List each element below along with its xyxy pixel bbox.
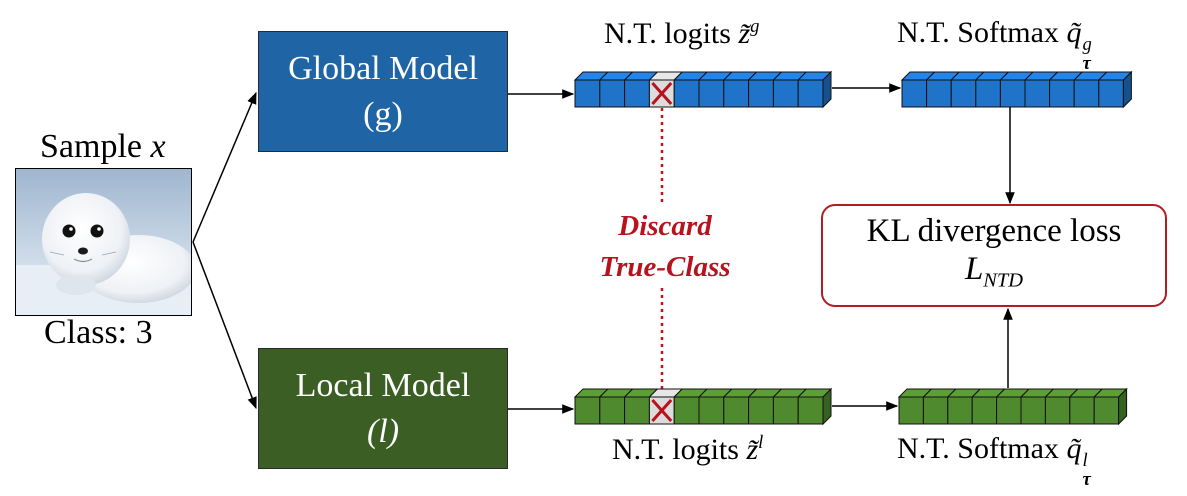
global-softmax-cell — [975, 79, 1001, 108]
class-label: Class: 3 — [44, 314, 153, 351]
local-model-symbol: (l) — [366, 412, 400, 450]
local-logit-cell — [723, 396, 750, 425]
kl-loss-symbol: LNTD — [964, 250, 1024, 292]
global-softmax-cell — [1073, 79, 1100, 108]
global-model-symbol: (g) — [363, 95, 403, 133]
local-model-box: Local Model (l) — [258, 348, 508, 469]
global-softmax-cell-side — [1122, 70, 1132, 109]
local-softmax-cell — [922, 396, 949, 425]
local-logit-cell — [698, 396, 725, 425]
global-softmax-cell — [950, 79, 977, 108]
arrow-sample-to-local — [192, 241, 257, 410]
global-logit-cell — [624, 79, 650, 108]
local-softmax-cell — [996, 396, 1022, 425]
global-model-box: Global Model (g) — [258, 31, 508, 152]
local-model-title: Local Model — [295, 366, 471, 404]
global-logit-cell — [748, 79, 774, 108]
discard-true-class-label: Discard True-Class — [599, 210, 731, 283]
global-logit-cell — [698, 79, 725, 108]
local-logits-vector — [573, 387, 833, 426]
global-softmax-vector — [900, 70, 1133, 109]
local-softmax-cell-side — [1118, 387, 1128, 426]
global-logits-label: N.T. logits z̃g — [604, 16, 760, 50]
local-softmax-cell — [1020, 396, 1046, 425]
global-logit-discard-mark — [651, 81, 673, 106]
seal-photo — [15, 168, 192, 316]
global-logit-cell — [599, 79, 626, 108]
global-logit-cell-side — [822, 70, 832, 109]
global-logit-cell — [574, 79, 601, 108]
local-logit-cell — [797, 396, 824, 425]
global-softmax-cell — [901, 79, 928, 108]
local-softmax-cell — [1069, 396, 1095, 425]
local-logit-cell-side — [822, 387, 832, 426]
local-logit-cell — [748, 396, 774, 425]
seal-illustration — [16, 169, 191, 315]
kl-divergence-loss-box: KL divergence loss LNTD — [821, 204, 1167, 307]
global-logit-cell — [673, 79, 700, 108]
local-logit-discard-mark — [651, 398, 673, 423]
global-logit-cell — [723, 79, 750, 108]
local-logit-cell — [599, 396, 626, 425]
global-logits-vector — [573, 70, 833, 109]
local-logit-cell — [574, 396, 601, 425]
global-logit-cell — [772, 79, 799, 108]
local-softmax-cell — [1093, 396, 1120, 425]
local-softmax-vector — [897, 387, 1128, 426]
local-softmax-cell — [1044, 396, 1071, 425]
sample-label: Sample x — [40, 128, 166, 165]
local-softmax-cell — [971, 396, 998, 425]
arrow-sample-to-global — [192, 91, 257, 243]
local-logits-label: N.T. logits z̃l — [612, 432, 764, 466]
local-logit-cell — [772, 396, 799, 425]
local-logit-cell — [624, 396, 650, 425]
kl-loss-title: KL divergence loss — [866, 212, 1122, 249]
global-softmax-cell — [1049, 79, 1075, 108]
sample-var: x — [150, 128, 166, 165]
local-softmax-cell — [898, 396, 924, 425]
global-softmax-cell — [1098, 79, 1124, 108]
global-model-title: Global Model — [288, 49, 478, 87]
local-logit-cell — [673, 396, 700, 425]
global-softmax-cell — [926, 79, 952, 108]
global-logit-cell — [797, 79, 824, 108]
global-softmax-cell — [1024, 79, 1051, 108]
local-softmax-cell — [947, 396, 973, 425]
global-softmax-cell — [999, 79, 1026, 108]
